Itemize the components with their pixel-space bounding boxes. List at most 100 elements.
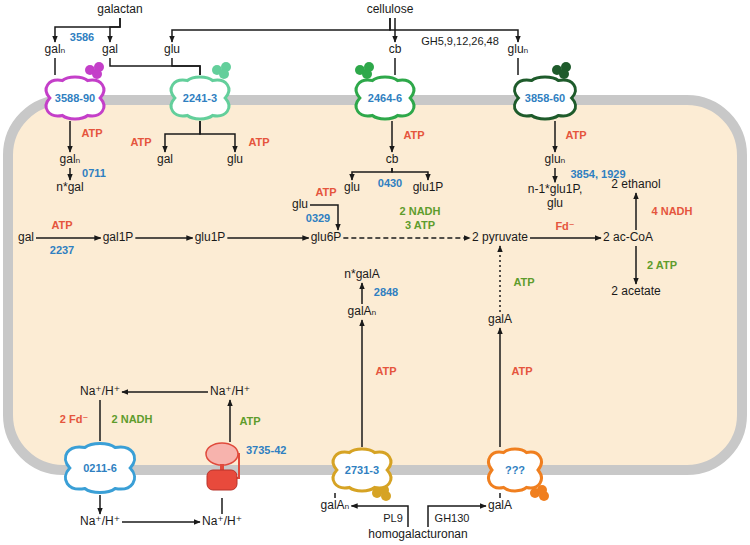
- metabolite-label: n-1*glu1P, glu: [522, 182, 588, 212]
- fo-ring: [207, 470, 237, 490]
- reaction-arrow: [351, 506, 408, 527]
- metabolite-label: galA: [486, 498, 514, 514]
- reaction-arrow: [343, 237, 470, 239]
- gene-number: 0211-6: [83, 462, 117, 474]
- cofactor-label: ATP: [239, 415, 260, 428]
- reaction-arrow: [517, 58, 519, 75]
- reaction-arrow: [99, 400, 101, 441]
- metabolite-label: galAₙ: [319, 498, 352, 514]
- metabolite-name: galA: [488, 313, 512, 327]
- reaction-arrow: [110, 58, 200, 75]
- metabolite-label: 2 pyruvate: [470, 230, 530, 246]
- binding-protein: [552, 62, 571, 79]
- gene-number: 2241-3: [183, 92, 217, 104]
- gene-number: ???: [505, 464, 525, 476]
- metabolite-label: gal1P: [101, 230, 136, 246]
- metabolite-name: galactan: [97, 3, 142, 17]
- metabolite-name: glu: [344, 181, 360, 195]
- reaction-arrow: [554, 168, 556, 182]
- metabolite-name: n*gal: [56, 181, 83, 195]
- metabolite-name: cb: [386, 153, 399, 167]
- metabolite-label: 2 ac-CoA: [601, 230, 655, 246]
- reaction-arrow: [122, 391, 208, 393]
- f1-head: [206, 443, 238, 465]
- metabolite-label: galₙ: [43, 42, 68, 58]
- cofactor-label: ATP: [81, 127, 102, 140]
- metabolite-name: galₙ: [45, 43, 66, 57]
- reaction-arrow: [99, 495, 101, 514]
- gene-number: 0711: [82, 167, 106, 180]
- transporter-shape: [489, 449, 542, 491]
- binding-protein-lobe: [219, 69, 229, 79]
- metabolite-name: Na⁺/H⁺: [80, 515, 120, 529]
- reaction-arrow: [172, 58, 200, 75]
- metabolite-label: n*gal: [54, 180, 85, 196]
- gene-number: 0430: [378, 177, 402, 190]
- metabolite-name: 2 acetate: [611, 285, 660, 299]
- metabolite-name: Na⁺/H⁺: [202, 515, 242, 529]
- metabolite-label: galₙ: [58, 152, 83, 168]
- metabolite-label: glu: [342, 180, 362, 196]
- reaction-arrow: [361, 283, 363, 304]
- reaction-arrow: [391, 121, 393, 152]
- reaction-arrow: [499, 328, 501, 447]
- binding-protein: [212, 62, 231, 79]
- reaction-arrow: [200, 121, 235, 152]
- cofactor-label: ATP: [565, 129, 586, 142]
- metabolite-label: gal: [155, 152, 175, 168]
- metabolite-name: glu: [292, 198, 308, 212]
- reaction-arrow: [69, 121, 71, 152]
- metabolite-name: galA: [488, 499, 512, 513]
- transporter-protein: 2241-3: [165, 75, 235, 121]
- transporter-shape: [46, 77, 104, 119]
- gene-number: 3735-42: [246, 444, 286, 456]
- metabolite-label: glu: [290, 197, 310, 213]
- metabolite-name: glu6P: [311, 231, 342, 245]
- cofactor-label: ATP: [315, 186, 336, 199]
- gene-number: 2464-6: [368, 92, 402, 104]
- transporter-shape: [515, 77, 576, 119]
- transporter-shape: [333, 449, 391, 491]
- metabolite-name: glu: [164, 43, 180, 57]
- metabolite-label: galAₙ: [346, 304, 379, 320]
- metabolite-label: Na⁺/H⁺: [200, 514, 244, 530]
- metabolite-name: n*galA: [344, 268, 379, 282]
- cofactor-label: ATP: [511, 365, 532, 378]
- transporter-protein: 2464-6: [350, 75, 420, 121]
- transporter-shape: [65, 443, 134, 492]
- cofactor-label: 2 NADH: [400, 205, 441, 218]
- metabolite-label: glu: [162, 42, 182, 58]
- reaction-arrow: [135, 237, 192, 239]
- gene-number: 3854, 1929: [570, 168, 625, 181]
- metabolite-label: cb: [384, 152, 401, 168]
- metabolite-label: cb: [387, 42, 404, 58]
- enzyme-families: GH5,9,12,26,48: [421, 35, 499, 48]
- metabolite-label: Na⁺/H⁺: [208, 384, 252, 400]
- metabolite-name: gluₙ: [545, 153, 566, 167]
- reaction-arrow: [499, 246, 501, 312]
- reaction-arrow: [334, 493, 336, 498]
- transporter-protein: 0211-6: [58, 441, 142, 495]
- cofactor-label: ATP: [51, 219, 72, 232]
- reaction-arrow: [635, 246, 637, 284]
- binding-protein: [355, 62, 374, 79]
- reaction-arrow: [122, 521, 200, 523]
- reaction-arrow: [499, 493, 501, 498]
- cofactor-label: 2 NADH: [112, 413, 153, 426]
- cofactor-label: 4 NADH: [652, 205, 693, 218]
- reaction-arrow: [110, 18, 120, 42]
- transporter-shape: [356, 77, 414, 119]
- metabolite-label: 2 acetate: [609, 284, 662, 300]
- metabolite-name: glu1P: [413, 181, 444, 195]
- cofactor-label: ATP: [375, 365, 396, 378]
- metabolite-name: galₙ: [60, 153, 81, 167]
- transporter-shape: [171, 77, 229, 119]
- enzyme-label: GH130: [435, 512, 470, 525]
- cofactor-label: ATP: [513, 276, 534, 289]
- metabolite-label: Na⁺/H⁺: [78, 384, 122, 400]
- cofactor-label: 2 ATP: [647, 259, 677, 272]
- metabolite-name: glu: [227, 153, 243, 167]
- reaction-arrow: [361, 320, 363, 447]
